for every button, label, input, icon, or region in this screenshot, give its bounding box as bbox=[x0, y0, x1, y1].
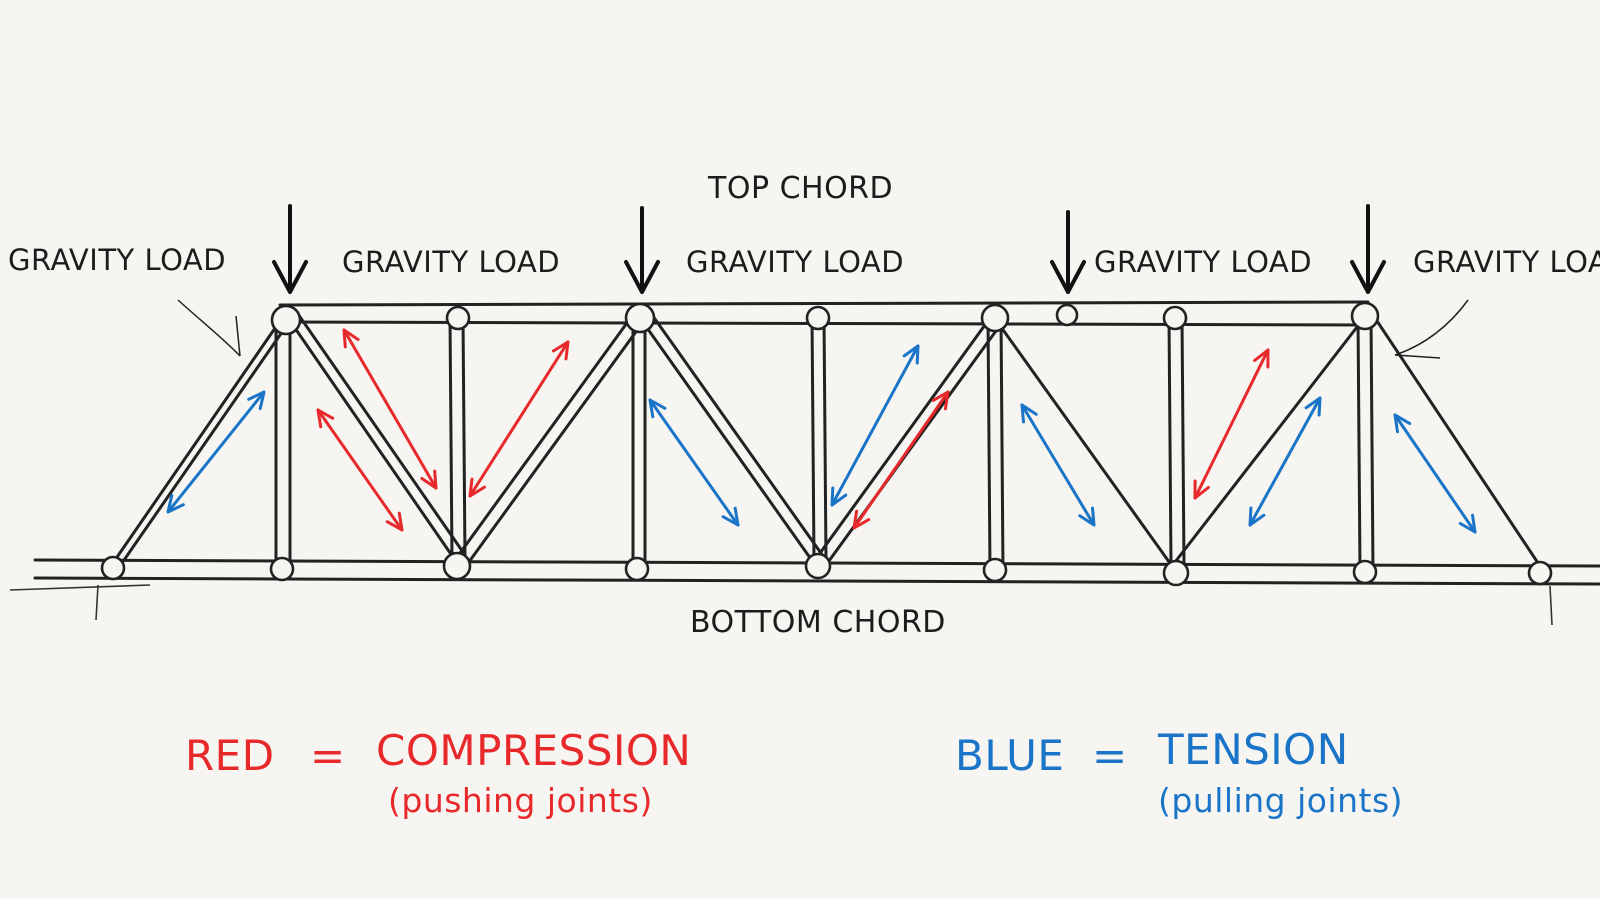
gravity-load-label: GRAVITY LOA bbox=[1413, 245, 1600, 279]
legend-red-value: COMPRESSION bbox=[376, 726, 691, 775]
truss-joints bbox=[100, 301, 1553, 587]
bottom-chord-label: BOTTOM CHORD bbox=[690, 605, 946, 640]
legend-blue-equals: = bbox=[1092, 731, 1128, 780]
gravity-load-arrows bbox=[272, 204, 1386, 294]
joint-pin bbox=[1350, 301, 1380, 331]
joint-pin bbox=[624, 556, 650, 582]
compression-force-arrow bbox=[316, 408, 404, 532]
legend-blue-key: BLUE bbox=[955, 731, 1064, 780]
tension-force-arrow bbox=[1393, 413, 1477, 534]
diagram-labels: TOP CHORD BOTTOM CHORD GRAVITY LOAD GRAV… bbox=[8, 171, 1600, 640]
gravity-load-arrow bbox=[272, 204, 308, 294]
legend: RED = COMPRESSION (pushing joints) BLUE … bbox=[185, 725, 1403, 820]
truss-diagonals bbox=[113, 310, 1542, 568]
compression-force-arrow bbox=[852, 390, 950, 530]
legend-red-key: RED bbox=[185, 731, 275, 780]
gravity-load-arrow bbox=[1350, 204, 1386, 294]
compression-force-arrow bbox=[468, 340, 570, 498]
force-arrows bbox=[166, 328, 1477, 534]
gravity-load-label: GRAVITY LOAD bbox=[342, 245, 560, 279]
tension-force-arrow bbox=[166, 390, 266, 514]
gravity-load-label: GRAVITY LOAD bbox=[686, 245, 904, 279]
gravity-load-label: GRAVITY LOAD bbox=[8, 243, 226, 277]
joint-pin bbox=[1162, 305, 1188, 331]
joint-pin bbox=[1352, 559, 1378, 585]
tension-force-arrow bbox=[648, 398, 740, 527]
truss-verticals bbox=[274, 316, 1375, 572]
joint-pin bbox=[269, 556, 295, 582]
compression-force-arrow bbox=[1193, 348, 1270, 500]
legend-blue-value: TENSION bbox=[1157, 725, 1349, 774]
joint-pin bbox=[270, 304, 302, 336]
joint-pin bbox=[804, 552, 832, 580]
gravity-load-arrow bbox=[624, 206, 660, 294]
legend-red-equals: = bbox=[310, 731, 346, 780]
joint-pin bbox=[624, 302, 656, 334]
top-chord-label: TOP CHORD bbox=[707, 171, 893, 206]
legend-red-note: (pushing joints) bbox=[388, 781, 653, 820]
joint-pin bbox=[805, 305, 831, 331]
gravity-load-arrow bbox=[1050, 210, 1086, 294]
joint-pin bbox=[982, 557, 1008, 583]
joint-pin bbox=[1055, 303, 1079, 327]
tension-force-arrow bbox=[1020, 403, 1096, 527]
joint-pin bbox=[442, 551, 472, 581]
leader-lines bbox=[177, 299, 1469, 359]
joint-pin bbox=[980, 303, 1010, 333]
joint-pin bbox=[1162, 559, 1190, 587]
tension-force-arrow bbox=[1248, 396, 1322, 527]
joint-pin bbox=[1527, 560, 1553, 586]
tension-force-arrow bbox=[830, 344, 920, 507]
legend-blue-note: (pulling joints) bbox=[1158, 781, 1403, 820]
joint-pin bbox=[445, 305, 471, 331]
compression-force-arrow bbox=[342, 328, 438, 490]
gravity-load-label: GRAVITY LOAD bbox=[1094, 245, 1312, 279]
joint-pin bbox=[100, 555, 126, 581]
